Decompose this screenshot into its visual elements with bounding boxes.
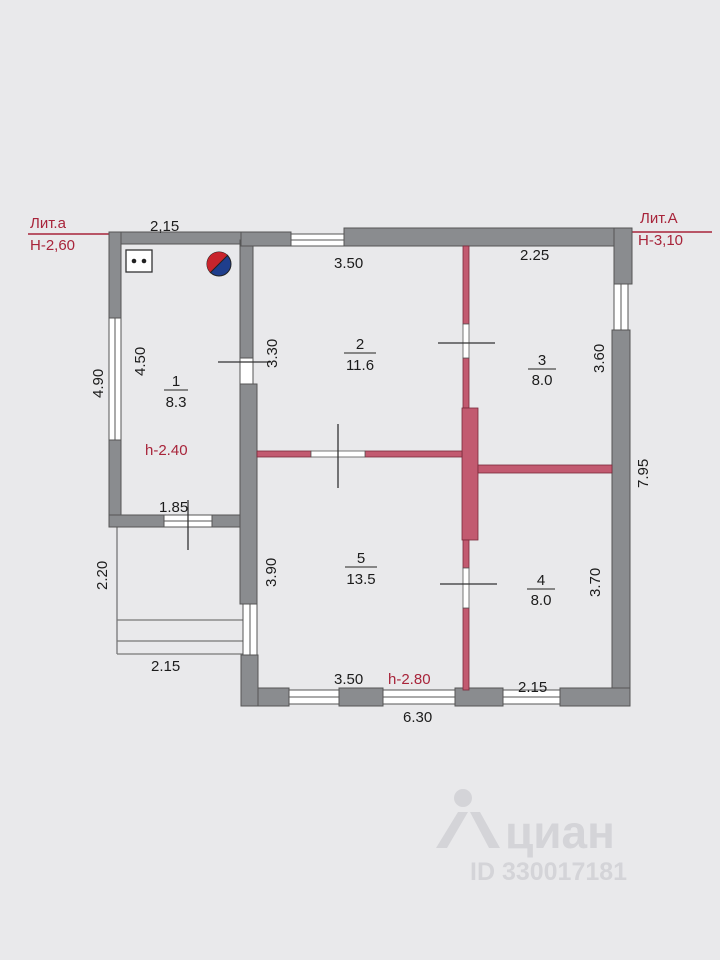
annex-walls	[108, 231, 254, 528]
window-room3-right	[613, 283, 629, 331]
dim-r4-right: 3.70	[587, 568, 604, 597]
lit-a-small-label: Лит.а	[30, 215, 67, 232]
dim-r3-right: 3.60	[591, 344, 608, 373]
height-a-big-label: Н-3,10	[638, 232, 683, 249]
entrance-door-room5	[242, 603, 258, 656]
room-area: 11.6	[346, 357, 374, 374]
window-room5-bottom-right	[382, 689, 456, 705]
window-room5-bottom-left	[288, 689, 340, 705]
room-3-label: 3 8.0	[528, 352, 556, 389]
dim-r4-bottom: 2.15	[518, 679, 547, 696]
window-room1-left	[108, 317, 122, 441]
room-number: 2	[356, 336, 364, 353]
dim-a-inner-left: 4.50	[132, 347, 149, 376]
door-room2-room5	[310, 424, 366, 488]
door-room1-bottom	[163, 500, 213, 550]
main-height-label: h-2.80	[388, 671, 431, 688]
watermark-id: ID 330017181	[470, 858, 627, 886]
dim-a-top: 2,15	[150, 218, 179, 235]
watermark-brand: циан	[505, 806, 615, 858]
watermark: циан ID 330017181	[436, 789, 627, 886]
room-number: 3	[538, 352, 546, 369]
window-room4-bottom	[502, 689, 561, 705]
dim-bottom-outer: 6.30	[403, 709, 432, 726]
room-4-label: 4 8.0	[527, 572, 555, 609]
room-number: 4	[537, 572, 545, 589]
dim-porch-left: 2.20	[94, 561, 111, 590]
room-area: 8.0	[531, 592, 552, 609]
room-area: 8.0	[532, 372, 553, 389]
dim-r5-left: 3.90	[263, 558, 280, 587]
room-number: 1	[172, 373, 180, 390]
room-number: 5	[357, 550, 365, 567]
dim-r5-bottom: 3.50	[334, 671, 363, 688]
cian-logo-icon	[436, 789, 500, 848]
room-2-label: 2 11.6	[344, 336, 376, 374]
door-room5-room4	[440, 567, 497, 609]
gas-boiler-icon	[206, 251, 232, 277]
dim-right-outer: 7.95	[635, 459, 652, 488]
partitions	[256, 245, 613, 691]
door-room2-room3	[438, 323, 495, 359]
room1-height-label: h-2.40	[145, 442, 188, 459]
door-room1-room2	[218, 357, 270, 385]
room-1-label: 1 8.3	[164, 373, 188, 411]
window-room2-top	[290, 233, 345, 247]
dim-r2-top: 3.50	[334, 255, 363, 272]
porch	[116, 526, 244, 655]
height-a-small-label: Н-2,60	[30, 237, 75, 254]
dim-r2-left: 3.30	[264, 339, 281, 368]
room-area: 8.3	[166, 394, 187, 411]
dim-a-bottom: 1.85	[159, 499, 188, 516]
lit-a-big-label: Лит.А	[640, 210, 678, 227]
stove-icon	[125, 249, 153, 273]
dim-r3-top: 2.25	[520, 247, 549, 264]
main-walls	[239, 227, 633, 707]
dim-porch-bottom: 2.15	[151, 658, 180, 675]
dim-a-outer-left: 4.90	[90, 369, 107, 398]
room-5-label: 5 13.5	[345, 550, 377, 588]
room-area: 13.5	[346, 571, 375, 588]
